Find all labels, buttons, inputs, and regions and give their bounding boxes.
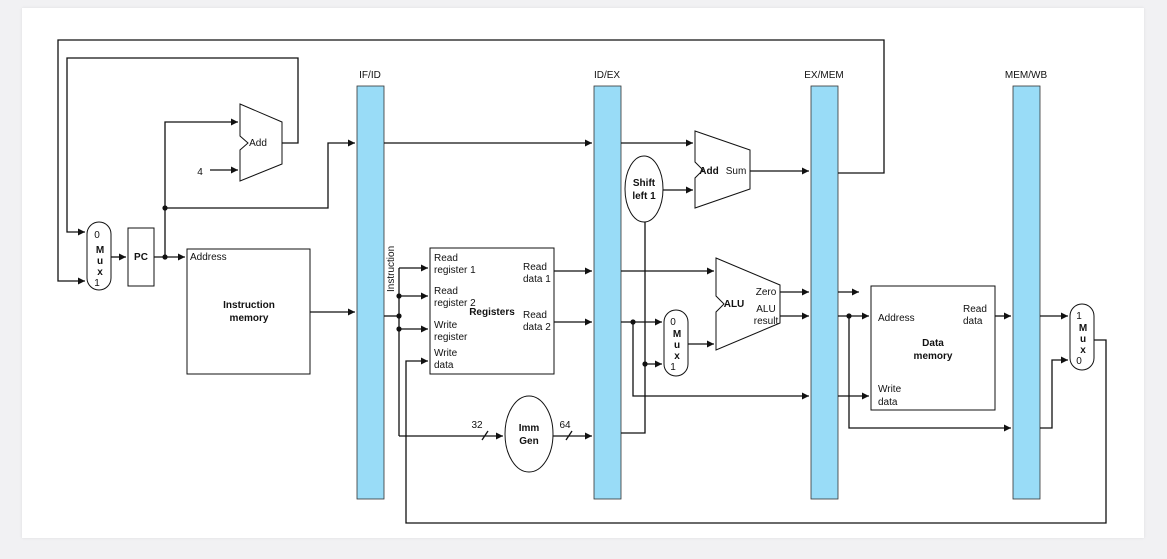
- branch-adder-sum-label: Sum: [726, 166, 747, 177]
- alu: ALU Zero ALU result: [715, 257, 781, 351]
- alu-mux-in1: 1: [670, 362, 676, 373]
- alu-zero-label: Zero: [756, 287, 777, 298]
- constant-four: 4: [197, 167, 203, 178]
- imm-gen-title-line1: Imm: [519, 423, 540, 434]
- junction-dots: [162, 205, 852, 367]
- if-id-label: IF/ID: [359, 70, 381, 81]
- pipeline-register-mem-wb: MEM/WB: [1005, 70, 1048, 500]
- shift-left-label-line1: Shift: [633, 178, 656, 189]
- imm-gen-title-line2: Gen: [519, 436, 538, 447]
- dmem-title-line1: Data: [922, 338, 944, 349]
- data-memory: Address Read data Data memory Write data: [870, 285, 996, 411]
- wire-slash-64: [565, 430, 573, 441]
- alu-mux: 0 M u x 1: [663, 309, 689, 377]
- wire-writeback-data: [405, 339, 1107, 524]
- wire-rd2-down: [632, 322, 809, 400]
- branch-adder-label: Add: [699, 166, 718, 177]
- write-register-label-a: Write: [434, 320, 458, 331]
- pc-adder-label: Add: [249, 138, 267, 149]
- write-data-label-b: data: [434, 360, 454, 371]
- read-data-2-label-a: Read: [523, 310, 547, 321]
- pc-mux-letter-x: x: [97, 267, 103, 278]
- wires: [57, 39, 1107, 524]
- pc-mux-letter-m: M: [96, 245, 104, 256]
- pc-mux: 0 M u x 1: [86, 221, 112, 291]
- dmem-title-line2: memory: [914, 351, 953, 362]
- alu-mux-in0: 0: [670, 317, 676, 328]
- wire-immediate-ex: [621, 222, 646, 434]
- wb-mux-letter-x: x: [1080, 345, 1086, 356]
- alu-result-label-a: ALU: [756, 304, 775, 315]
- alu-result-label-b: result: [754, 316, 779, 327]
- alu-mux-letter-x: x: [674, 351, 680, 362]
- read-data-1-label-b: data 1: [523, 274, 551, 285]
- pc-mux-in0: 0: [94, 230, 100, 241]
- imm-gen: Imm Gen 32 64: [471, 395, 571, 473]
- imm-gen-output-width: 64: [559, 420, 571, 431]
- pc-mux-letter-u: u: [97, 256, 103, 267]
- wb-mux-in1: 1: [1076, 311, 1082, 322]
- dmem-read-data-label-a: Read: [963, 304, 987, 315]
- instruction-memory: Address Instruction memory: [186, 248, 311, 375]
- read-data-1-label-a: Read: [523, 262, 547, 273]
- writeback-mux: 1 M u x 0: [1069, 303, 1095, 371]
- imm-gen-input-width: 32: [471, 420, 483, 431]
- imem-title-line2: memory: [230, 313, 269, 324]
- wire-pc-to-if-id: [165, 139, 355, 209]
- pc-register: PC: [127, 227, 155, 287]
- read-register-1-label-b: register 1: [434, 265, 476, 276]
- id-ex-label: ID/EX: [594, 70, 620, 81]
- pc-label: PC: [134, 252, 148, 263]
- write-data-label-a: Write: [434, 348, 458, 359]
- read-data-2-label-b: data 2: [523, 322, 551, 333]
- wire-mem-wb-to-mux-0: [1040, 356, 1068, 429]
- read-register-1-label-a: Read: [434, 253, 458, 264]
- pipeline-register-ex-mem: EX/MEM: [804, 70, 844, 500]
- shift-left-label-line2: left 1: [632, 191, 656, 202]
- dmem-write-data-label-b: data: [878, 397, 898, 408]
- pipeline-register-id-ex: ID/EX: [593, 70, 622, 500]
- wb-mux-letter-u: u: [1080, 334, 1086, 345]
- ex-mem-label: EX/MEM: [804, 70, 843, 81]
- write-register-label-b: register: [434, 332, 468, 343]
- branch-adder: Add Sum: [694, 130, 751, 209]
- wb-mux-letter-m: M: [1079, 323, 1087, 334]
- mem-wb-label: MEM/WB: [1005, 70, 1048, 81]
- dmem-read-data-label-b: data: [963, 316, 983, 327]
- wire-pc-to-adder: [164, 118, 238, 257]
- registers-title: Registers: [469, 307, 515, 318]
- wire-pc-plus-4-feedback: [66, 57, 299, 236]
- pipeline-register-if-id: IF/ID: [356, 70, 385, 500]
- instruction-bus-label: Instruction: [386, 246, 397, 292]
- wire-alu-result-bypass: [848, 316, 1011, 432]
- read-register-2-label-b: register 2: [434, 298, 476, 309]
- dmem-write-data-label-a: Write: [878, 384, 902, 395]
- wire-branch-target-feedback: [57, 39, 885, 285]
- alu-title: ALU: [724, 299, 745, 310]
- dmem-address-label: Address: [878, 313, 915, 324]
- wb-mux-in0: 0: [1076, 356, 1082, 367]
- wire-slash-32: [481, 430, 489, 441]
- shift-left-1: Shift left 1: [624, 155, 664, 223]
- datapath-diagram: IF/ID ID/EX EX/MEM MEM/WB 0 M u x 1 PC A…: [57, 39, 1107, 524]
- pc-adder: Add: [239, 103, 283, 182]
- alu-mux-letter-u: u: [674, 340, 680, 351]
- imem-title-line1: Instruction: [223, 300, 275, 311]
- alu-mux-letter-m: M: [673, 329, 681, 340]
- register-file: Read register 1 Read register 2 Write re…: [429, 247, 555, 375]
- pc-mux-in1: 1: [94, 278, 100, 289]
- read-register-2-label-a: Read: [434, 286, 458, 297]
- imem-address-label: Address: [190, 252, 227, 263]
- diagram-canvas: IF/ID ID/EX EX/MEM MEM/WB 0 M u x 1 PC A…: [22, 8, 1144, 538]
